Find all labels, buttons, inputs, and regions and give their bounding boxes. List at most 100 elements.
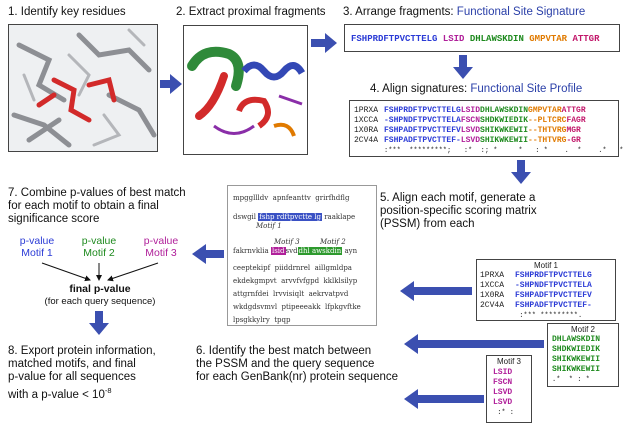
pvalue-motif2: p-value Motif 2 — [74, 235, 124, 259]
motif1-rows: FSHPRDFTPVCTTELG -SHPNDFTPVCTTELA FSHPAD… — [515, 271, 592, 321]
query-line: attgrnfdei lrvvisiqlt aekrvatpvd — [233, 290, 349, 298]
arrow-step7-to-step8 — [89, 311, 109, 335]
step2-label: 2. Extract proximal fragments — [176, 6, 326, 18]
pvalue-motif-name: Motif 1 — [21, 247, 53, 259]
motif2-rows: DHLAWSKDIN SHDKWIEDIK SHIKWKEWII SHIKWKE… — [552, 335, 600, 385]
motif2-box: Motif 2 DHLAWSKDIN SHDKWIEDIK SHIKWKEWII… — [547, 323, 619, 387]
motif1-title: Motif 1 — [533, 261, 558, 270]
pvalue-motif3: p-value Motif 3 — [136, 235, 186, 259]
motif1-box: Motif 1 1PRXA 1XCCA 1X0RA 2CV4A FSHPRDFT… — [476, 259, 616, 321]
motif1-row: FSHPADFTPVCTTEFV — [515, 291, 592, 300]
arrow-4-to-5 — [511, 160, 531, 184]
pvalue-label: p-value — [143, 235, 179, 247]
motif1-name: 2CV4A — [480, 301, 505, 310]
profile-seg: SHDKWIEDIK — [480, 116, 529, 125]
motif2-conservation: .* * : * — [552, 376, 590, 384]
step4-term: Functional Site Profile — [470, 83, 583, 95]
query-motif1-label: Motif 1 — [256, 222, 282, 230]
profile-name: 1XCCA — [354, 116, 379, 125]
query-text: ayn — [344, 247, 358, 255]
step3-label: 3. Arrange fragments: Functional Site Si… — [343, 6, 585, 19]
profile-seg: -SHPNDFTPVCTTELA — [384, 116, 461, 125]
step8-threshold: with a p-value < 10 — [8, 388, 105, 401]
query-motif1-highlight: fshp rdftpvctte lg — [258, 213, 322, 221]
query-sequence-box: mpggllldv apnfeanttv grirfhdflg dswgil f… — [227, 185, 377, 326]
pvalue-motif-name: Motif 2 — [83, 247, 115, 259]
arrow-1-to-2 — [160, 74, 182, 94]
query-text: svd — [285, 247, 298, 255]
step6-label: 6. Identify the best match between the P… — [196, 345, 398, 384]
profile-row: FSHPADFTPVCTTEF-LSVDSHIKWKEWII--THTVRG-G… — [384, 136, 623, 146]
motif1-conservation: :*** *********. — [515, 312, 583, 320]
step6-line: for each GenBank(nr) protein sequence — [196, 371, 399, 383]
motif3-rows: LSID FSCN LSVD LSVD :* : — [493, 368, 514, 418]
arrow-motif3-to-step6 — [404, 389, 484, 409]
motif1-row: FSHPRDFTPVCTTELG — [515, 271, 592, 280]
profile-seg: ATTGR — [561, 106, 586, 115]
step8-line: p-value for all sequences — [8, 371, 136, 383]
profile-name: 2CV4A — [354, 136, 379, 145]
signature-seg-1: FSHPRDFTPVCTTELG — [351, 34, 438, 44]
profile-seg: LSID — [460, 106, 481, 115]
motif1-row: FSHPADFTPVCTTEF- — [515, 301, 592, 310]
profile-seg: LSVD — [460, 126, 481, 135]
motif3-conservation: :* : — [493, 409, 515, 417]
step5-line: 5. Align each motif, generate a — [380, 192, 536, 204]
step1-label: 1. Identify key residues — [8, 6, 126, 18]
key-residues-image — [8, 24, 158, 152]
pvalue-motif1: p-value Motif 1 — [12, 235, 62, 259]
profile-seg: -GR — [566, 136, 581, 145]
query-line: lpsgkkylry tpqp — [233, 316, 291, 324]
profile-row: FSHPRDFTPVCTTELGLSIDDHLAWSKDINGMPVTARATT… — [384, 106, 623, 116]
profile-seg: GMPVTAR — [528, 106, 562, 115]
final-pvalue-sub: (for each query sequence) — [44, 296, 156, 307]
protein-structure-image — [11, 28, 157, 148]
step8-line: matched motifs, and final — [8, 358, 136, 370]
signature-seg-3: DHLAWSKDIN — [469, 34, 524, 44]
final-pvalue: final p-value — [69, 283, 131, 295]
motif2-row: SHIKWKEWII — [552, 355, 601, 364]
motif2-title: Motif 2 — [570, 325, 595, 334]
profile-box: 1PRXA 1XCCA 1X0RA 2CV4A FSHPRDFTPVCTTELG… — [349, 100, 623, 157]
motif3-row: LSVD — [493, 388, 513, 397]
profile-rows: FSHPRDFTPVCTTELGLSIDDHLAWSKDINGMPVTARATT… — [384, 106, 623, 156]
step5-label: 5. Align each motif, generate a position… — [380, 192, 537, 231]
profile-seg: SHIKWKEWII — [480, 126, 529, 135]
motif1-name: 1XCCA — [480, 281, 505, 290]
query-motif3-highlight: lsid — [270, 247, 286, 255]
profile-seg: FAGR — [566, 116, 586, 125]
profile-seg: FSCN — [460, 116, 481, 125]
profile-name: 1X0RA — [354, 126, 379, 135]
pvalue-label: p-value — [19, 235, 55, 247]
step3-prefix: 3. Arrange fragments: — [343, 6, 457, 18]
signature-seg-4: GMPVTAR — [529, 34, 568, 44]
query-line-2: dswgil fshp rdftpvctte lg raaklape — [233, 213, 355, 223]
signature-box: FSHPRDFTPVCTTELG LSID DHLAWSKDIN GMPVTAR… — [344, 24, 620, 52]
query-text: dswgil — [233, 213, 257, 221]
step5-line: (PSSM) from each — [380, 218, 475, 230]
profile-name: 1PRXA — [354, 106, 379, 115]
motif3-row: LSID — [493, 368, 513, 377]
profile-seg: FSHPADFTPVCTTEF- — [384, 136, 461, 145]
step7-label: 7. Combine p-values of best match for ea… — [8, 187, 186, 226]
profile-conservation: :*** *********; :* :; * * : * . * .* * — [384, 147, 624, 155]
motif2-row: SHIKWKEWII — [552, 365, 601, 374]
arrow-motif2-to-step6 — [404, 334, 544, 354]
arrow-3-to-4 — [453, 55, 473, 79]
profile-seg: MGR — [566, 126, 581, 135]
profile-seg: --THTVRG — [528, 136, 567, 145]
signature-seg-2: LSID — [442, 34, 465, 44]
profile-seg: DHLAWSKDIN — [480, 106, 529, 115]
query-motif2-highlight: dhl awskdin — [297, 247, 343, 255]
arrow-2-to-3 — [311, 33, 337, 53]
arrow-step6-to-step7 — [192, 244, 224, 264]
pvalue-label: p-value — [81, 235, 117, 247]
profile-row: FSHPADFTPVCTTEFVLSVDSHIKWKEWII--THTVRGMG… — [384, 126, 623, 136]
motif3-row: LSVD — [493, 398, 513, 407]
query-line: wkdgdsvmvl ptipeeeakk lfpkgvftke — [233, 303, 361, 311]
step7-line: for each motif to obtain a final — [8, 200, 159, 212]
step4-prefix: 4. Align signatures: — [370, 83, 471, 95]
step7-line: 7. Combine p-values of best match — [8, 187, 186, 199]
fragments-image — [183, 25, 308, 155]
